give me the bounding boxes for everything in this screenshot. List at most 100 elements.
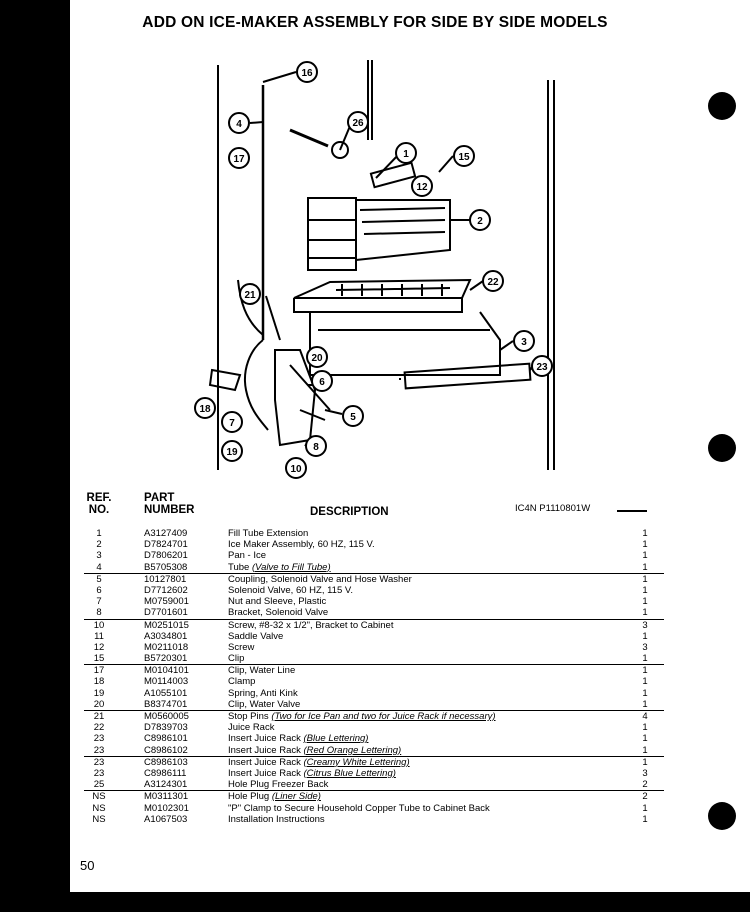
part-description-text: Juice Rack (228, 722, 275, 734)
ice-maker-housing (307, 197, 357, 271)
part-description-text: Installation Instructions (228, 813, 325, 825)
part-number: M0104101 (144, 665, 189, 677)
part-ref: 20 (93, 698, 105, 710)
part-number: D7712602 (144, 584, 188, 596)
part-number: M0560005 (144, 711, 189, 722)
part-quantity: 1 (642, 744, 648, 756)
part-description-text: Insert Juice Rack (228, 744, 304, 756)
part-description: Insert Juice Rack (Creamy White Letterin… (228, 757, 410, 768)
part-number: A1055101 (144, 687, 188, 699)
svg-text:20: 20 (311, 353, 323, 364)
part-quantity: 3 (642, 641, 648, 653)
svg-text:7: 7 (229, 418, 235, 429)
part-ref: 5 (96, 573, 102, 585)
part-description: Screw, #8-32 x 1/2", Bracket to Cabinet (228, 620, 394, 631)
svg-text:26: 26 (352, 118, 364, 129)
part-number: M0251015 (144, 619, 189, 631)
juice-rack-top (293, 278, 472, 299)
part-quantity: 1 (642, 665, 648, 677)
part-description-text: Tube (228, 561, 252, 573)
callout-10: 10 (285, 457, 307, 479)
callout-19: 19 (221, 440, 243, 462)
part-quantity: 1 (642, 630, 648, 642)
binder-hole-top (708, 92, 736, 120)
svg-text:23: 23 (536, 362, 548, 373)
callout-6: 6 (311, 370, 333, 392)
part-quantity: 4 (642, 711, 648, 722)
part-description: "P" Clamp to Secure Household Copper Tub… (228, 803, 490, 814)
callout-2: 2 (469, 209, 491, 231)
svg-text:4: 4 (236, 119, 242, 130)
part-quantity: 1 (642, 596, 648, 608)
part-description: Clip, Water Line (228, 665, 295, 676)
svg-text:6: 6 (319, 377, 325, 388)
part-ref: NS (92, 802, 106, 814)
part-number: A3034801 (144, 630, 188, 642)
ice-pan (309, 311, 501, 376)
part-quantity: 1 (642, 584, 648, 596)
part-quantity: 1 (642, 561, 648, 573)
part-ref: 2 (96, 539, 102, 551)
part-ref: 18 (93, 676, 105, 688)
part-ref: 6 (96, 584, 102, 596)
part-ref: 25 (93, 779, 105, 791)
svg-text:5: 5 (350, 412, 356, 423)
part-ref: 23 (93, 733, 105, 745)
page-number: 50 (80, 858, 95, 873)
part-description: Fill Tube Extension (228, 528, 308, 539)
svg-text:21: 21 (244, 290, 256, 301)
svg-text:10: 10 (290, 464, 302, 475)
part-quantity: 1 (642, 653, 648, 665)
part-ref: 19 (93, 687, 105, 699)
part-ref: 11 (94, 630, 104, 642)
callout-15: 15 (453, 145, 475, 167)
part-number: M0114003 (144, 676, 189, 688)
part-description-text: Solenoid Valve, 60 HZ, 115 V. (228, 584, 353, 596)
part-ref: 23 (93, 756, 105, 768)
part-description: Insert Juice Rack (Red Orange Lettering) (228, 745, 401, 756)
model-code: IC4N P1110801W (515, 503, 591, 514)
part-description-text: Ice Maker Assembly, 60 HZ, 115 V. (228, 539, 375, 551)
part-description: Hole Plug (Liner Side) (228, 791, 321, 802)
part-description: Insert Juice Rack (Blue Lettering) (228, 733, 368, 744)
part-description-note: (Blue Lettering) (303, 733, 369, 745)
part-quantity: 3 (642, 619, 648, 631)
part-description: Hole Plug Freezer Back (228, 779, 328, 790)
part-number: C8986102 (144, 744, 188, 756)
part-description: Stop Pins (Two for Ice Pan and two for J… (228, 711, 496, 722)
svg-text:2: 2 (477, 216, 483, 227)
part-description-text: Hole Plug Freezer Back (228, 779, 329, 791)
part-ref: 12 (93, 641, 105, 653)
part-ref: 17 (93, 665, 105, 677)
juice-rack-insert (403, 362, 532, 390)
part-description-note: (Red Orange Lettering) (303, 744, 402, 756)
callout-26: 26 (347, 111, 369, 133)
part-ref: 3 (96, 550, 102, 562)
part-description: Clip, Water Valve (228, 699, 300, 710)
part-description-text: Clamp (228, 676, 256, 688)
part-quantity: 1 (642, 722, 648, 734)
part-description-text: Fill Tube Extension (228, 528, 309, 539)
part-description-text: "P" Clamp to Secure Household Copper Tub… (228, 802, 490, 814)
part-description-text: Spring, Anti Kink (228, 687, 298, 699)
part-description-text: Insert Juice Rack (228, 733, 304, 745)
part-description-note: (Creamy White Lettering) (303, 756, 410, 768)
callout-23: 23 (531, 355, 553, 377)
svg-text:19: 19 (226, 447, 238, 458)
